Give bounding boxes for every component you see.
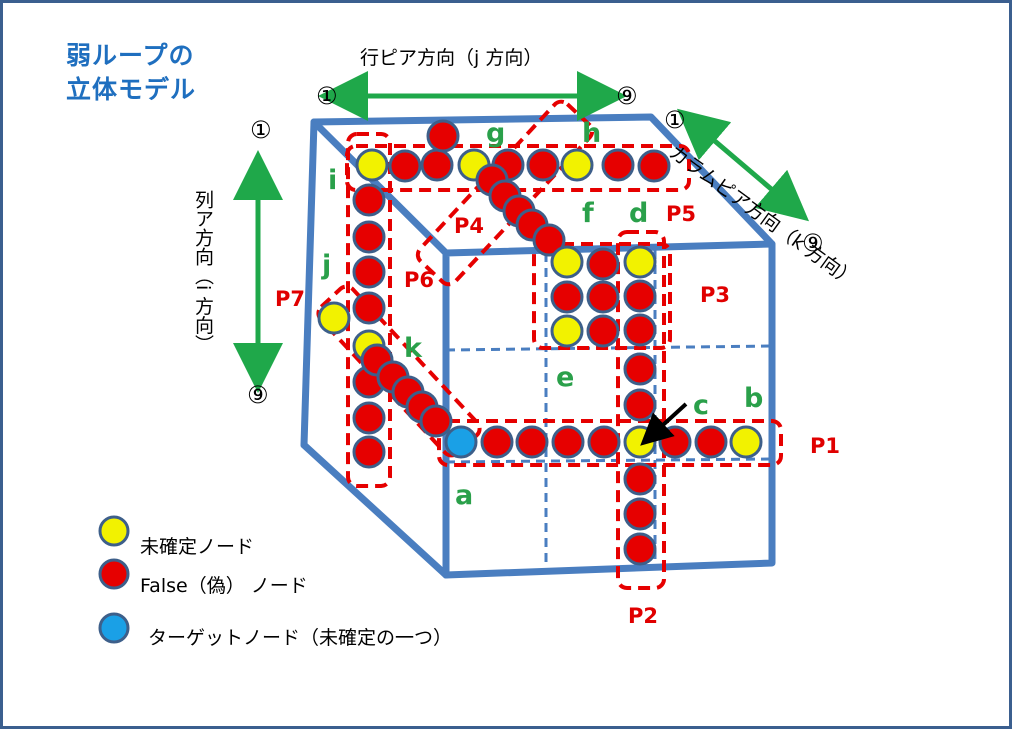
false-node	[586, 247, 620, 281]
path-label-p1: P1	[810, 434, 841, 458]
false-node	[550, 280, 584, 314]
node-label-d: d	[629, 198, 649, 229]
node-label-i: i	[328, 165, 338, 196]
pointer-arrow	[640, 402, 688, 446]
undetermined-node	[623, 245, 657, 279]
dash-box-p3	[532, 242, 672, 350]
dash-box-p2	[616, 230, 666, 590]
path-label-p6: P6	[404, 268, 435, 292]
false-node	[694, 425, 728, 459]
undetermined-node	[317, 301, 351, 335]
legend-false-label: False（偽） ノード	[140, 575, 308, 597]
false-node	[526, 148, 560, 182]
false-node	[623, 352, 657, 386]
legend-undetermined-label: 未確定ノード	[140, 536, 255, 558]
node-label-c: c	[693, 390, 710, 421]
false-node	[426, 119, 460, 153]
path-label-p7: P7	[275, 287, 306, 311]
i-axis-label: 列ア方向（i 方向）	[192, 190, 214, 354]
i-axis-end: ⑨	[247, 381, 269, 409]
false-node	[623, 532, 657, 566]
k-axis-end: ⑨	[802, 229, 824, 257]
legend-target-label: ターゲットノード（未確定の一つ）	[148, 627, 453, 649]
undetermined-node	[550, 245, 584, 279]
false-node	[352, 435, 386, 469]
undetermined-node	[355, 148, 389, 182]
false-node	[420, 148, 454, 182]
legend-false-marker	[98, 558, 130, 590]
k-direction-arrow	[676, 108, 810, 222]
path-label-p5: P5	[666, 202, 697, 226]
node-label-g: g	[486, 118, 506, 149]
i-axis-start: ①	[250, 116, 272, 144]
undetermined-node	[729, 425, 763, 459]
node-label-j: j	[322, 250, 332, 281]
false-node	[637, 149, 671, 183]
false-node	[419, 404, 453, 438]
false-node	[586, 280, 620, 314]
j-axis-end: ⑨	[616, 82, 638, 110]
node-label-k: k	[404, 333, 422, 364]
false-node	[623, 388, 657, 422]
false-node	[352, 291, 386, 325]
false-node	[623, 313, 657, 347]
j-axis-start: ①	[316, 82, 338, 110]
path-label-p2: P2	[628, 604, 659, 628]
node-label-a: a	[455, 480, 474, 511]
j-axis-label: 行ピア方向（j 方向）	[360, 47, 543, 69]
legend-undetermined-marker	[98, 515, 130, 547]
false-node	[352, 255, 386, 289]
title-line-2: 立体モデル	[66, 75, 197, 104]
false-node	[587, 425, 621, 459]
false-node	[586, 314, 620, 348]
false-node	[352, 401, 386, 435]
false-node	[532, 223, 566, 257]
path-label-p4: P4	[454, 214, 485, 238]
node-label-e: e	[556, 362, 575, 393]
false-node	[515, 425, 549, 459]
node-label-h: h	[582, 118, 602, 149]
false-node	[551, 425, 585, 459]
false-node	[388, 149, 422, 183]
k-axis-start: ①	[664, 106, 686, 134]
target-node	[444, 425, 478, 459]
node-label-b: b	[744, 383, 764, 414]
false-node	[623, 497, 657, 531]
false-node	[623, 279, 657, 313]
undetermined-node	[550, 314, 584, 348]
path-label-p3: P3	[700, 283, 731, 307]
false-node	[601, 148, 635, 182]
dash-box-p1	[437, 419, 783, 467]
node-label-f: f	[582, 198, 594, 229]
false-node	[480, 425, 514, 459]
false-node	[352, 183, 386, 217]
false-node	[658, 425, 692, 459]
undetermined-node	[623, 425, 657, 459]
legend-target-marker	[98, 612, 130, 644]
title-line-1: 弱ループの	[66, 41, 195, 70]
undetermined-node	[560, 148, 594, 182]
false-node	[623, 462, 657, 496]
false-node	[352, 220, 386, 254]
